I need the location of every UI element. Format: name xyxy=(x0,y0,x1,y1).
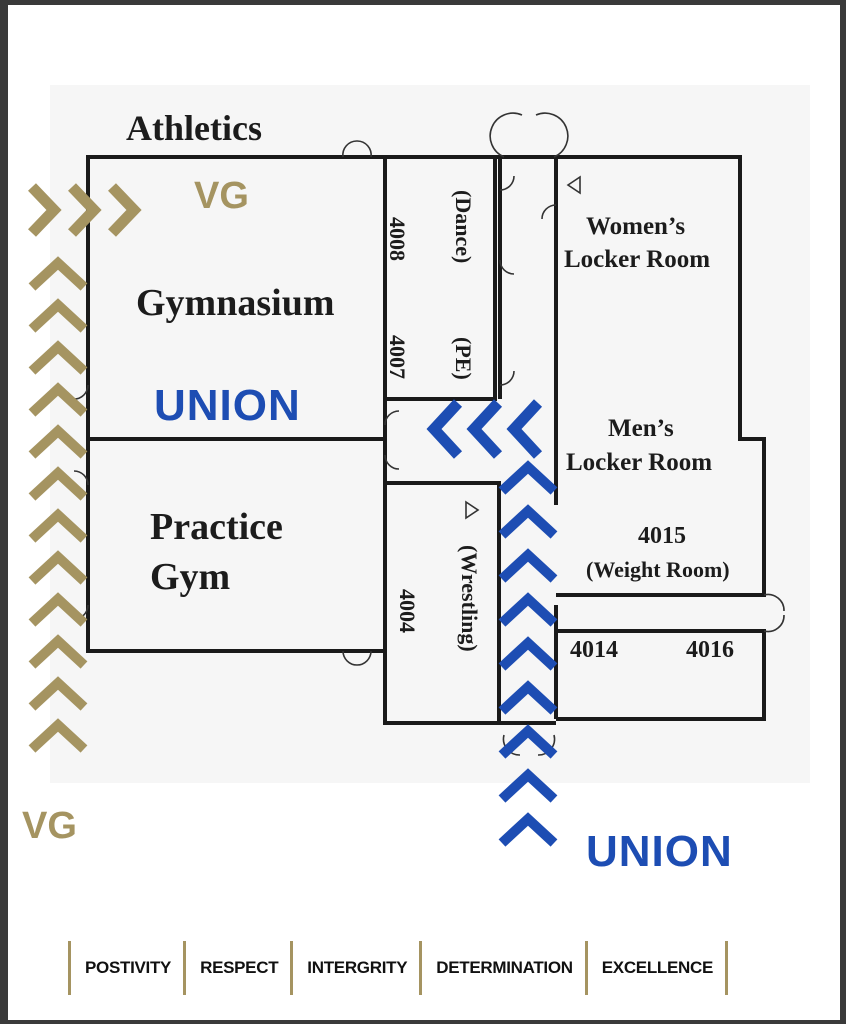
union-arrows-left xyxy=(426,399,543,459)
chevron-up-icon xyxy=(498,680,558,715)
chevron-up-icon xyxy=(28,634,88,669)
door-swing-icon xyxy=(73,112,785,756)
room-4015-sub: (Weight Room) xyxy=(586,557,730,582)
value-divider xyxy=(419,941,423,995)
chevron-up-icon xyxy=(28,550,88,585)
room-practice-gym-line1: Practice xyxy=(150,506,283,548)
room-mens-locker-line1: Men’s xyxy=(608,415,674,442)
room-womens-locker-line1: Women’s xyxy=(586,213,686,240)
chevron-up-icon xyxy=(28,676,88,711)
room-womens-locker-line2: Locker Room xyxy=(564,246,711,273)
vg-arrows-up xyxy=(28,256,88,753)
chevron-left-icon xyxy=(466,399,503,459)
room-4004-sub: (Wrestling) xyxy=(457,545,482,652)
vg-arrows-right xyxy=(28,183,142,237)
floor-plan-background xyxy=(50,85,810,783)
chevron-up-icon xyxy=(28,424,88,459)
floor-plan xyxy=(28,112,785,847)
value-respect: RESPECT xyxy=(200,958,279,977)
chevron-up-icon xyxy=(28,256,88,291)
chevron-up-icon xyxy=(28,466,88,501)
room-4007: 4007 xyxy=(385,335,410,379)
chevron-right-icon xyxy=(28,183,62,237)
route-union-mid: UNION xyxy=(154,381,301,430)
value-positivity: POSTIVITY xyxy=(85,958,172,977)
room-4014: 4014 xyxy=(570,637,618,663)
room-practice-gym-line2: Gym xyxy=(150,556,231,598)
room-4015: 4015 xyxy=(638,523,686,549)
room-4016: 4016 xyxy=(686,637,734,663)
value-divider xyxy=(183,941,187,995)
chevron-up-icon xyxy=(28,340,88,375)
gym-block-wall xyxy=(86,155,387,653)
route-vg-top: VG xyxy=(194,175,249,217)
room-4004: 4004 xyxy=(395,589,420,633)
page: Athletics Gymnasium Practice Gym 4008 (D… xyxy=(8,5,840,1020)
chevron-up-icon xyxy=(498,592,558,627)
value-divider xyxy=(725,941,729,995)
chevron-up-icon xyxy=(498,636,558,671)
value-excellence: EXCELLENCE xyxy=(601,958,714,977)
room-4008: 4008 xyxy=(385,217,410,261)
chevron-up-icon xyxy=(28,382,88,417)
map-title: Athletics xyxy=(126,108,262,148)
locker-room-wall xyxy=(556,155,766,597)
value-determination: DETERMINATION xyxy=(436,958,573,977)
value-divider xyxy=(290,941,294,995)
chevron-up-icon xyxy=(498,768,558,803)
chevron-left-icon xyxy=(426,399,463,459)
chevron-right-icon xyxy=(108,183,142,237)
chevron-up-icon xyxy=(498,812,558,847)
route-union-bottom: UNION xyxy=(586,827,733,876)
union-arrows-up xyxy=(498,460,558,847)
chevron-up-icon xyxy=(28,298,88,333)
values-bar: POSTIVITY RESPECT INTERGRITY DETERMINATI… xyxy=(68,940,729,996)
value-divider xyxy=(584,941,588,995)
walls xyxy=(86,155,766,725)
room-4014-wall xyxy=(556,629,766,721)
chevron-up-icon xyxy=(28,508,88,543)
room-4008-sub: (Dance) xyxy=(451,190,476,264)
chevron-up-icon xyxy=(28,718,88,753)
room-marker-triangles xyxy=(465,175,581,520)
chevron-up-icon xyxy=(498,724,558,759)
room-4007-sub: (PE) xyxy=(451,337,476,380)
chevron-up-icon xyxy=(498,504,558,539)
chevron-right-icon xyxy=(68,183,102,237)
value-integrity: INTERGRITY xyxy=(307,958,408,977)
chevron-up-icon xyxy=(498,460,558,495)
route-vg-bottom: VG xyxy=(22,805,77,847)
room-gymnasium: Gymnasium xyxy=(136,282,335,324)
chevron-up-icon xyxy=(498,548,558,583)
room-mens-locker-line2: Locker Room xyxy=(566,449,713,476)
value-divider xyxy=(68,941,71,995)
chevron-up-icon xyxy=(28,592,88,627)
chevron-left-icon xyxy=(506,399,543,459)
